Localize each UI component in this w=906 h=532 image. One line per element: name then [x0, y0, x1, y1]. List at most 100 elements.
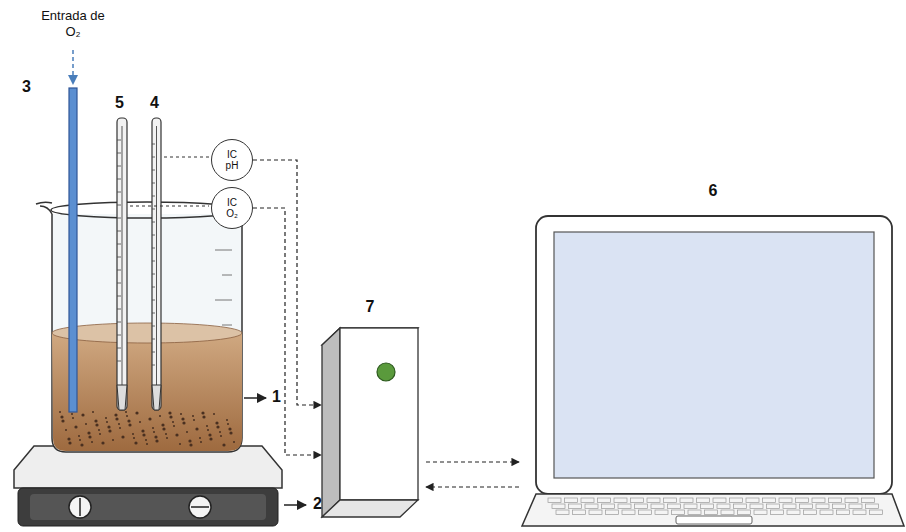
sediment-dot [74, 425, 77, 428]
probe-mark [117, 270, 121, 271]
keyboard-key [664, 498, 677, 503]
keyboard-key [697, 498, 710, 503]
probe-mark [117, 231, 121, 232]
keyboard-key [668, 504, 681, 509]
keyboard-key [548, 498, 561, 503]
probe-mark [117, 166, 121, 167]
signal-connector [253, 160, 321, 405]
keyboard-key [717, 504, 730, 509]
sediment-dot [61, 419, 64, 422]
keyboard-key [845, 498, 858, 503]
sediment-dot [139, 421, 141, 423]
sediment-dot [126, 415, 128, 417]
laptop [522, 216, 904, 526]
indicator-controller: IC pH [211, 139, 253, 181]
keyboard-key [589, 510, 602, 515]
sediment-dot [166, 437, 168, 439]
sediment-dot [78, 435, 80, 437]
sediment-dot [193, 419, 195, 421]
sediment-dot [179, 443, 181, 445]
keyboard-key [581, 498, 594, 503]
keyboard-key [812, 498, 825, 503]
keyboard-key [820, 510, 833, 515]
keyboard-key [746, 498, 759, 503]
keyboard-key [585, 504, 598, 509]
sediment-dot [226, 419, 228, 421]
probe-mark [152, 339, 155, 340]
sediment-dot [181, 417, 184, 420]
stirrer-plate [14, 446, 282, 526]
sediment-dot [94, 419, 97, 422]
keyboard-key [552, 504, 565, 509]
sediment-dot [127, 419, 130, 422]
keyboard-key [721, 510, 734, 515]
keyboard-key [647, 498, 660, 503]
sediment-dot [101, 441, 104, 444]
sediment-dot [161, 423, 164, 426]
keyboard-key [565, 498, 578, 503]
sediment-dot [88, 435, 91, 438]
indicator-controller: IC O₂ [211, 187, 253, 229]
keyboard-key [701, 504, 714, 509]
keyboard-key [688, 510, 701, 515]
keyboard-key [738, 510, 751, 515]
probe-mark [152, 313, 155, 314]
beaker [36, 202, 243, 452]
sediment-dot [200, 441, 202, 443]
sediment-dot [60, 415, 63, 418]
sediment-dot [228, 427, 231, 430]
keyboard-key [639, 510, 652, 515]
probe-mark [117, 218, 121, 219]
sediment-dot [92, 411, 94, 413]
probe-mark [152, 235, 155, 236]
sediment-dot [114, 413, 117, 416]
keyboard-key [705, 510, 718, 515]
signal-connector [426, 461, 519, 462]
keyboard-key [680, 498, 693, 503]
callout-arrow [284, 504, 306, 506]
callout-number: 1 [272, 388, 281, 406]
sediment-dot [192, 415, 194, 417]
sediment-dot [67, 437, 70, 440]
sediment-dot [154, 435, 157, 438]
sediment-dot [188, 439, 191, 442]
callout-number: 5 [115, 94, 124, 112]
sediment-dot [121, 435, 124, 438]
sediment-dot [108, 429, 111, 432]
sediment-dot [115, 417, 118, 420]
sediment-dot [80, 443, 83, 446]
sediment-dot [165, 433, 167, 435]
probe-mark [117, 322, 121, 323]
sediment-dot [180, 413, 182, 415]
probe-mark [152, 248, 155, 249]
keyboard-key [606, 510, 619, 515]
probe-mark [152, 144, 155, 145]
keyboard-key [849, 504, 862, 509]
sediment-dot [213, 413, 215, 415]
probe-mark [117, 179, 121, 180]
computer: 6 [522, 215, 904, 527]
probe-mark [152, 170, 155, 171]
callout-number: 3 [22, 78, 31, 96]
probe-mark [117, 153, 121, 154]
probe-mark [152, 183, 155, 184]
keyboard-key [866, 504, 879, 509]
keyboard-key [622, 510, 635, 515]
controller-unit: 7 [322, 328, 418, 517]
indicator-label: IC pH [220, 149, 244, 172]
sediment-dot [118, 423, 120, 425]
sediment-dot [106, 421, 108, 423]
sediment-dot [207, 429, 209, 431]
probe-mark [117, 335, 121, 336]
sediment-dot [152, 427, 154, 429]
probe-mark [117, 192, 121, 193]
keyboard-key [635, 504, 648, 509]
keyboard-key [602, 504, 615, 509]
keyboard-key [829, 498, 842, 503]
probe-leader [130, 206, 209, 207]
callout-number: 4 [150, 94, 159, 112]
keyboard-key [804, 510, 817, 515]
sediment-dot [220, 435, 222, 437]
